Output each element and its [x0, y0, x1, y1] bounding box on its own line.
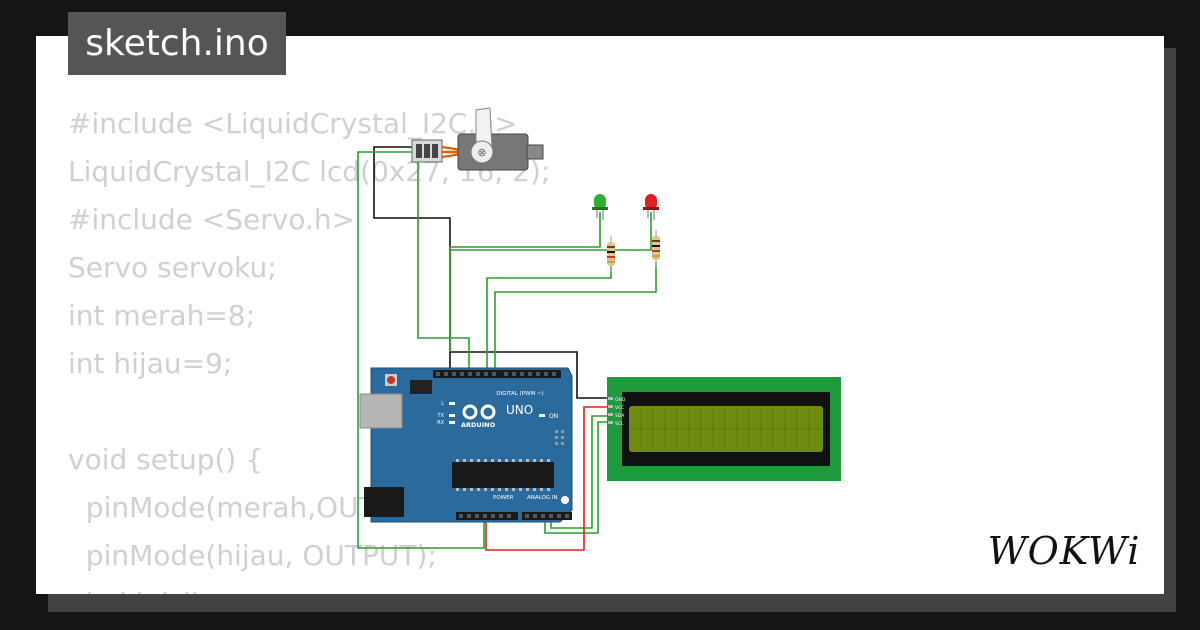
tx-label: TX — [437, 413, 445, 419]
led-green-wire — [449, 212, 601, 352]
servo-vcc-wire — [357, 151, 485, 549]
resistor-2 — [652, 230, 660, 268]
board-model: UNO — [506, 403, 533, 417]
analog-header-label: ANALOG IN — [527, 495, 558, 501]
svg-text:⊗: ⊗ — [477, 146, 486, 159]
wokwi-logo-text: WOKWi — [988, 529, 1141, 573]
code-preview: #include <LiquidCrystal_I2C.h>LiquidCrys… — [68, 100, 550, 594]
board-brand: ARDUINO — [461, 421, 496, 429]
code-line: void setup() { — [68, 443, 264, 476]
lcd-gnd-wire — [450, 351, 610, 399]
led-red-return-wire — [494, 262, 657, 368]
lcd-pin-vcc: VCC — [615, 405, 624, 411]
code-line: int merah=8; — [68, 299, 256, 332]
preview-card: #include <LiquidCrystal_I2C.h>LiquidCrys… — [36, 36, 1164, 594]
green-led — [592, 194, 608, 220]
code-line: #include <Servo.h> — [68, 203, 356, 236]
arduino-uno-board: DIGITAL (PWM ~) L TX RX ON UNO ARDUINO P… — [359, 367, 573, 523]
power-header-label: POWER — [493, 495, 514, 501]
lcd-display: GND VCC SDA SCL — [607, 377, 841, 481]
red-led — [643, 194, 659, 220]
on-label: ON — [549, 413, 558, 420]
lcd-pin-sda: SDA — [615, 413, 625, 419]
servo-signal-wire — [417, 156, 470, 368]
digital-header-label: DIGITAL (PWM ~) — [496, 391, 543, 397]
lcd-pin-gnd: GND — [615, 397, 626, 403]
lcd-scl-wire — [544, 421, 610, 534]
servo-gnd-wire — [373, 146, 451, 368]
lcd-sda-wire — [550, 415, 610, 529]
circuit-diagram: ⊗ — [357, 107, 841, 551]
code-line: LiquidCrystal_I2C lcd(0x27, 16, 2); — [68, 155, 551, 188]
wokwi-logo: WOKWi — [988, 529, 1141, 573]
lcd-pin-scl: SCL — [615, 421, 624, 427]
arduino-infinity-logo — [462, 404, 496, 420]
code-line: lcd.init(); — [68, 580, 550, 594]
lcd-vcc-wire — [485, 406, 610, 551]
l-label: L — [441, 401, 444, 407]
code-line: pinMode(hijau, OUTPUT); — [68, 539, 437, 572]
servo-motor: ⊗ — [411, 107, 544, 171]
code-line: Servo servoku; — [68, 251, 277, 284]
code-line: int hijau=9; — [68, 347, 233, 380]
led-red-wire — [449, 212, 652, 262]
resistor-1 — [607, 236, 615, 272]
sketch-filename: sketch.ino — [68, 12, 286, 75]
rx-label: RX — [437, 420, 444, 426]
